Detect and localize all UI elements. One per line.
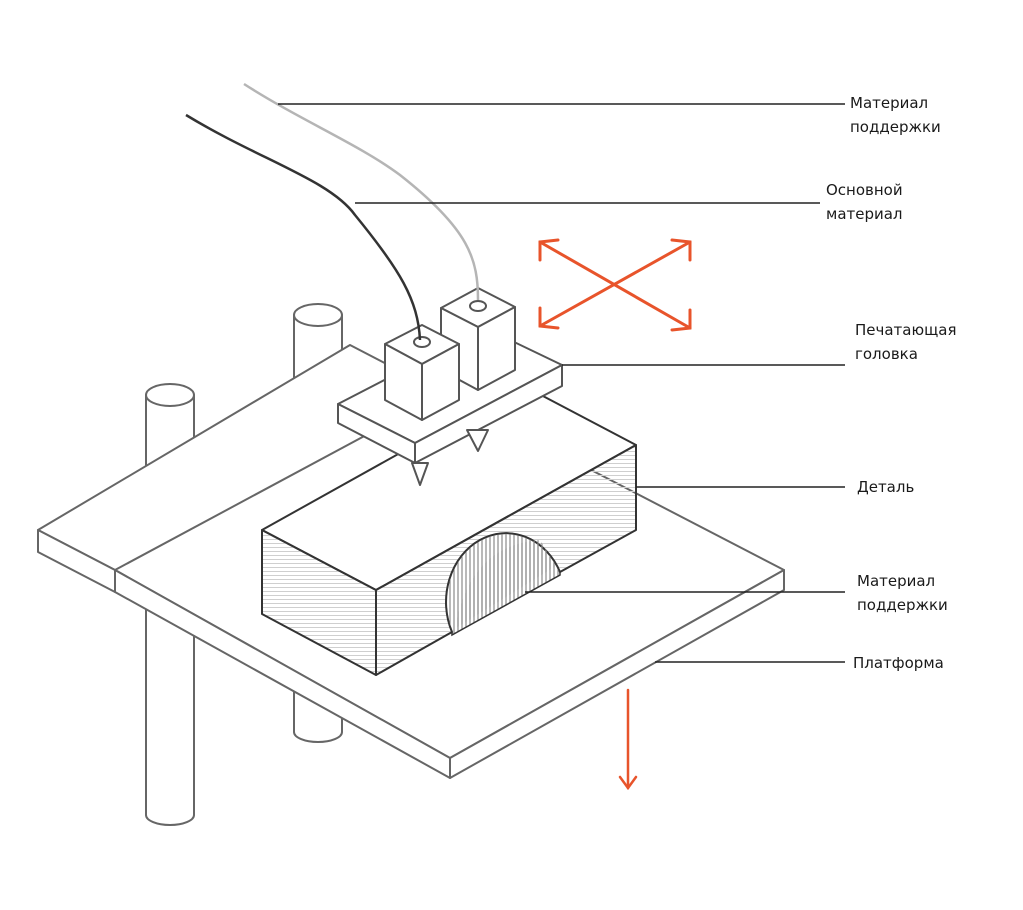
support-filament	[243, 82, 480, 301]
support-material-arch	[445, 532, 561, 637]
base-filament	[185, 113, 422, 341]
label-base-material: Основной материал	[826, 178, 903, 226]
label-line: Основной	[826, 181, 903, 199]
z-motion-arrow	[618, 688, 638, 791]
label-line: поддержки	[850, 118, 941, 136]
label-line: материал	[826, 205, 903, 223]
print-head	[337, 287, 563, 486]
label-line: Платформа	[853, 654, 944, 672]
label-part: Деталь	[857, 475, 914, 499]
label-line: Материал	[857, 572, 936, 590]
label-line: Деталь	[857, 478, 915, 496]
label-support-material-bottom: Материал поддержки	[857, 569, 948, 617]
label-platform: Платформа	[853, 651, 944, 675]
xy-motion-arrows	[538, 238, 692, 332]
label-line: поддержки	[857, 596, 948, 614]
label-support-material-top: Материал поддержки	[850, 91, 941, 139]
rod-front-left	[145, 605, 195, 826]
label-line: Материал	[850, 94, 929, 112]
label-line: Печатающая	[855, 321, 957, 339]
label-line: головка	[855, 345, 918, 363]
label-print-head: Печатающая головка	[855, 318, 956, 366]
leader-lines	[278, 103, 845, 663]
